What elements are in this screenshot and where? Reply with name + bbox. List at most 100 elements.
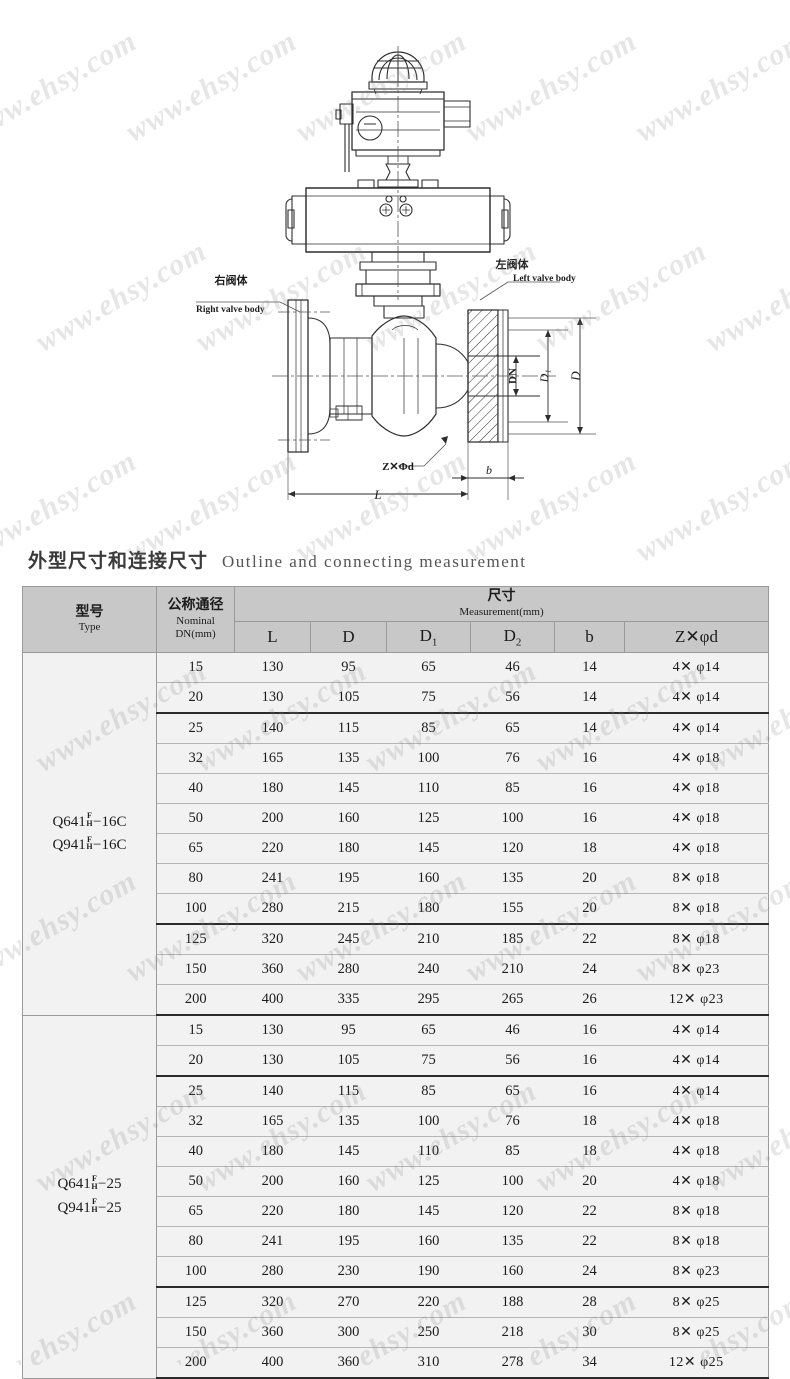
- cell-D1: 310: [386, 1347, 471, 1379]
- cell-D: 160: [310, 803, 387, 834]
- cell-D2: 46: [470, 1015, 555, 1046]
- valve-assembly-drawing: 右阀体 左阀体 Right valve body Left valve body…: [0, 0, 790, 528]
- cell-D: 145: [310, 773, 387, 804]
- cell-zd: 4✕ φ14: [624, 1015, 769, 1046]
- cell-D1: 145: [386, 833, 471, 864]
- table-header: 型号 Type 公称通径 Nominal DN(mm) 尺寸 Measureme…: [22, 586, 769, 653]
- cell-b: 24: [554, 954, 625, 985]
- cell-L: 140: [234, 1076, 311, 1107]
- cell-D1: 160: [386, 863, 471, 894]
- header-measurement: 尺寸 Measurement(mm): [234, 586, 769, 622]
- cell-L: 130: [234, 682, 311, 714]
- cell-L: 140: [234, 713, 311, 744]
- cell-D2: 76: [470, 1106, 555, 1137]
- left-valve-body-label-cn: 左阀体: [495, 257, 530, 271]
- cell-b: 34: [554, 1347, 625, 1379]
- cell-D: 115: [310, 713, 387, 744]
- cell-D: 335: [310, 984, 387, 1016]
- cell-dn: 150: [156, 954, 235, 985]
- cell-D: 270: [310, 1287, 387, 1318]
- cell-dn: 25: [156, 713, 235, 744]
- cell-D: 300: [310, 1317, 387, 1348]
- cell-D2: 160: [470, 1256, 555, 1288]
- cell-D1: 100: [386, 743, 471, 774]
- cell-zd: 4✕ φ14: [624, 682, 769, 714]
- cell-dn: 20: [156, 1045, 235, 1077]
- cell-D: 160: [310, 1166, 387, 1197]
- cell-dn: 100: [156, 893, 235, 925]
- cell-D1: 125: [386, 803, 471, 834]
- cell-D: 135: [310, 1106, 387, 1137]
- limit-switch-box: [335, 91, 471, 157]
- cell-L: 180: [234, 773, 311, 804]
- cell-dn: 50: [156, 1166, 235, 1197]
- cell-D: 195: [310, 863, 387, 894]
- cell-D1: 110: [386, 773, 471, 804]
- cell-dn: 25: [156, 1076, 235, 1107]
- header-col-D1: D1: [386, 621, 471, 653]
- cell-b: 14: [554, 713, 625, 744]
- type-prefix: Q641: [52, 813, 86, 830]
- cell-L: 130: [234, 652, 311, 683]
- cell-D1: 100: [386, 1106, 471, 1137]
- cell-D1: 85: [386, 713, 471, 744]
- cell-zd: 8✕ φ18: [624, 924, 769, 955]
- specification-table: 型号 Type 公称通径 Nominal DN(mm) 尺寸 Measureme…: [22, 586, 769, 1379]
- cell-D: 215: [310, 893, 387, 925]
- cell-D2: 278: [470, 1347, 555, 1379]
- header-measurement-en: Measurement(mm): [459, 605, 544, 618]
- cell-D2: 155: [470, 893, 555, 925]
- cell-zd: 4✕ φ18: [624, 1136, 769, 1167]
- header-col-b: b: [554, 621, 625, 653]
- cell-b: 20: [554, 893, 625, 925]
- section-title-cn: 外型尺寸和连接尺寸: [28, 550, 209, 572]
- cell-b: 16: [554, 773, 625, 804]
- cell-D: 180: [310, 1196, 387, 1227]
- cell-zd: 12✕ φ23: [624, 984, 769, 1016]
- cell-D2: 120: [470, 833, 555, 864]
- cell-D1: 75: [386, 1045, 471, 1077]
- cell-D2: 210: [470, 954, 555, 985]
- cell-b: 22: [554, 1226, 625, 1257]
- extension-lines: [287, 317, 596, 500]
- cell-L: 165: [234, 743, 311, 774]
- type-prefix: Q641: [57, 1176, 91, 1193]
- right-valve-body-label-cn: 右阀体: [214, 273, 249, 287]
- header-col-D2: D2: [470, 621, 555, 653]
- cell-D2: 46: [470, 652, 555, 683]
- cell-D: 135: [310, 743, 387, 774]
- cell-zd: 8✕ φ18: [624, 893, 769, 925]
- cell-D: 195: [310, 1226, 387, 1257]
- cell-D2: 185: [470, 924, 555, 955]
- cell-dn: 15: [156, 1015, 235, 1046]
- cell-D1: 250: [386, 1317, 471, 1348]
- nominal-bore-label: DN: [507, 368, 519, 384]
- cell-zd: 4✕ φ18: [624, 773, 769, 804]
- cell-D2: 56: [470, 1045, 555, 1077]
- cell-b: 20: [554, 863, 625, 894]
- cell-b: 14: [554, 652, 625, 683]
- section-title-en: Outline and connecting measurement: [222, 552, 527, 571]
- face-to-face-label: L: [373, 487, 381, 502]
- cell-D2: 120: [470, 1196, 555, 1227]
- cell-D: 145: [310, 1136, 387, 1167]
- type-suffix: −16C: [93, 813, 127, 830]
- cell-D1: 65: [386, 1015, 471, 1046]
